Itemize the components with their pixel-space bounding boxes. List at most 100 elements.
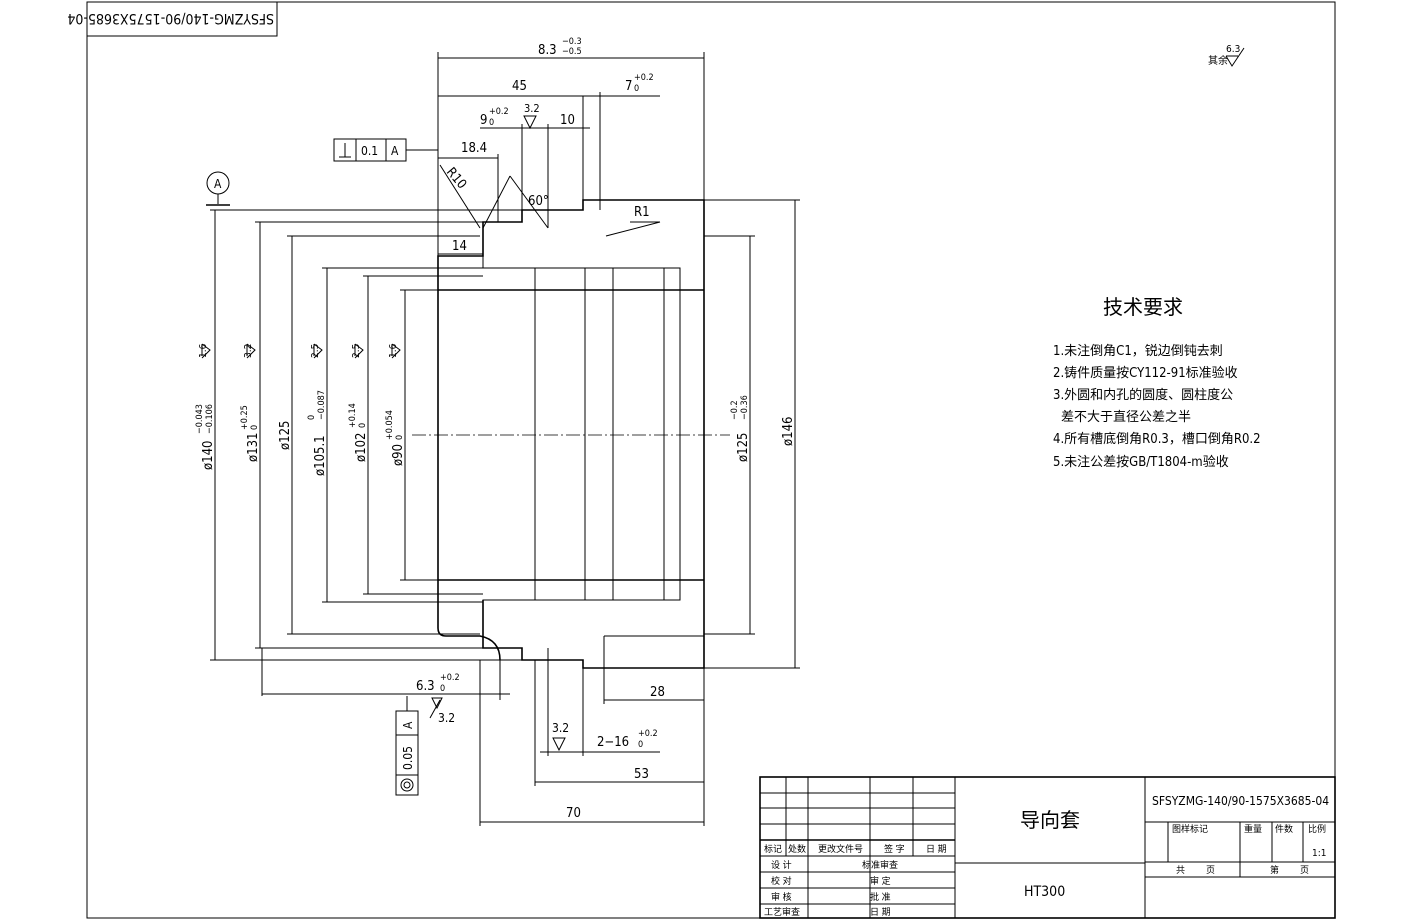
dim-45: 45 <box>512 79 527 94</box>
svg-text:3.2: 3.2 <box>552 721 569 735</box>
dia146-label: ø146 <box>781 417 796 446</box>
dim-7: 7 <box>625 79 632 94</box>
svg-text:页: 页 <box>1206 865 1215 876</box>
svg-text:−0.087: −0.087 <box>317 390 327 420</box>
dim-28: 28 <box>650 685 665 700</box>
dim-18-4: 18.4 <box>461 141 487 156</box>
dim-groove: 2−16 <box>597 735 629 750</box>
concentricity-frame: A 0.05 <box>395 696 419 796</box>
dim-60-deg: 60° <box>528 194 549 209</box>
svg-text:−0.043: −0.043 <box>195 404 205 434</box>
svg-text:图样标记: 图样标记 <box>1172 823 1208 835</box>
svg-text:+0.2: +0.2 <box>634 73 654 83</box>
svg-text:审 核: 审 核 <box>771 891 792 903</box>
svg-text:0: 0 <box>307 415 317 420</box>
stamp-box <box>86 1 278 37</box>
svg-text:0.05: 0.05 <box>401 746 415 770</box>
dia105-label: ø105.1 <box>313 435 328 476</box>
svg-text:−0.5: −0.5 <box>562 47 582 57</box>
dia102-label: ø102 <box>354 433 369 462</box>
dim-lines-left <box>210 209 522 661</box>
roughness-rest-icon: 其余 6.3 <box>1208 44 1245 67</box>
svg-text:0: 0 <box>395 435 405 440</box>
perpendicularity-frame: 0.1 A <box>333 138 438 162</box>
svg-text:审 定: 审 定 <box>870 875 891 887</box>
svg-text:0: 0 <box>638 740 643 750</box>
dim-lines-right <box>704 199 800 669</box>
dim-10: 10 <box>560 113 575 128</box>
part-outline <box>437 199 705 669</box>
svg-text:+0.14: +0.14 <box>348 403 358 428</box>
frame-border <box>86 1 1336 919</box>
datum-a-symbol: A <box>206 171 230 206</box>
svg-text:校 对: 校 对 <box>771 875 792 887</box>
r1-leader <box>605 221 661 237</box>
svg-text:2.5: 2.5 <box>310 344 321 358</box>
svg-text:−0.106: −0.106 <box>205 404 215 434</box>
svg-text:第: 第 <box>1270 864 1279 876</box>
svg-text:0: 0 <box>250 425 260 430</box>
svg-text:其余: 其余 <box>1208 54 1228 67</box>
roughness-groove-icon: 3.2 <box>523 102 540 130</box>
svg-text:重量: 重量 <box>1244 823 1262 835</box>
dia140-label: ø140 <box>201 441 216 470</box>
roughness-symbols-left: 1.6 3.2 2.5 2.5 1.6 <box>198 343 401 359</box>
svg-text:+0.2: +0.2 <box>440 673 460 683</box>
drawing-number-stamp: SFSYZMG-140/90-1575X3685-04 <box>67 10 274 26</box>
svg-text:3.2: 3.2 <box>524 102 540 115</box>
part-name: 导向套 <box>1020 808 1080 832</box>
svg-text:A: A <box>214 177 222 191</box>
svg-text:0: 0 <box>358 423 368 428</box>
svg-text:设 计: 设 计 <box>771 859 792 871</box>
section-lower <box>482 579 705 669</box>
svg-text:+0.25: +0.25 <box>240 405 250 430</box>
tech-req-5: 5.未注公差按GB/T1804-m验收 <box>1053 454 1229 470</box>
dia125-label: ø125 <box>278 421 293 450</box>
dim-lines-top <box>437 52 705 257</box>
tech-req-2: 2.铸件质量按CY112-91标准验收 <box>1053 365 1238 381</box>
svg-text:−0.2: −0.2 <box>730 400 740 420</box>
svg-text:批 准: 批 准 <box>870 891 891 903</box>
dim-8-3: 8.3 <box>538 43 557 58</box>
svg-text:0: 0 <box>489 118 494 128</box>
svg-text:0.1: 0.1 <box>361 144 378 158</box>
title-block: 标记 处数 更改文件号 签 字 日 期 设 计 校 对 审 核 工艺审查 标准审… <box>759 776 1336 919</box>
section-upper <box>482 199 705 291</box>
tech-req-4: 4.所有槽底倒角R0.3，槽口倒角R0.2 <box>1053 431 1261 447</box>
svg-text:标准审查: 标准审查 <box>862 859 898 871</box>
dia125r-label: ø125 <box>736 433 751 462</box>
dim-r1: R1 <box>634 205 650 220</box>
svg-text:处数: 处数 <box>788 843 806 855</box>
svg-text:+0.2: +0.2 <box>489 107 509 117</box>
dia-labels-left: ø140 −0.043 −0.106 ø131 +0.25 0 ø125 ø10… <box>195 390 406 476</box>
roughness-bottom-icon: 3.2 <box>431 697 455 725</box>
svg-text:标记: 标记 <box>764 843 782 855</box>
svg-text:件数: 件数 <box>1275 823 1293 835</box>
svg-text:+0.2: +0.2 <box>638 729 658 739</box>
dim-9: 9 <box>480 113 487 128</box>
dim-lines-bottom <box>261 648 705 826</box>
dim-6-3: 6.3 <box>416 679 435 694</box>
svg-text:1.6: 1.6 <box>198 343 209 358</box>
svg-text:+0.054: +0.054 <box>385 410 395 440</box>
svg-text:工艺审查: 工艺审查 <box>764 906 800 918</box>
dim-70: 70 <box>566 806 581 821</box>
svg-text:页: 页 <box>1300 865 1309 876</box>
svg-text:A: A <box>391 144 399 158</box>
dim-53: 53 <box>634 767 649 782</box>
dim-14: 14 <box>452 239 467 254</box>
svg-text:3.2: 3.2 <box>243 344 254 358</box>
svg-text:−0.36: −0.36 <box>740 395 750 420</box>
tech-req-3: 3.外圆和内孔的圆度、圆柱度公 <box>1053 387 1233 403</box>
tech-req-1: 1.未注倒角C1，锐边倒钝去刺 <box>1053 344 1223 359</box>
svg-text:3.2: 3.2 <box>438 711 455 725</box>
title-drawing-number: SFSYZMG-140/90-1575X3685-04 <box>1152 794 1329 808</box>
dia131-label: ø131 <box>246 433 261 462</box>
tech-req-3b: 差不大于直径公差之半 <box>1061 410 1191 425</box>
svg-text:日 期: 日 期 <box>926 844 947 855</box>
dia90-label: ø90 <box>391 444 406 466</box>
svg-text:−0.3: −0.3 <box>562 37 582 47</box>
svg-text:0: 0 <box>440 684 445 694</box>
svg-text:1:1: 1:1 <box>1312 848 1326 859</box>
